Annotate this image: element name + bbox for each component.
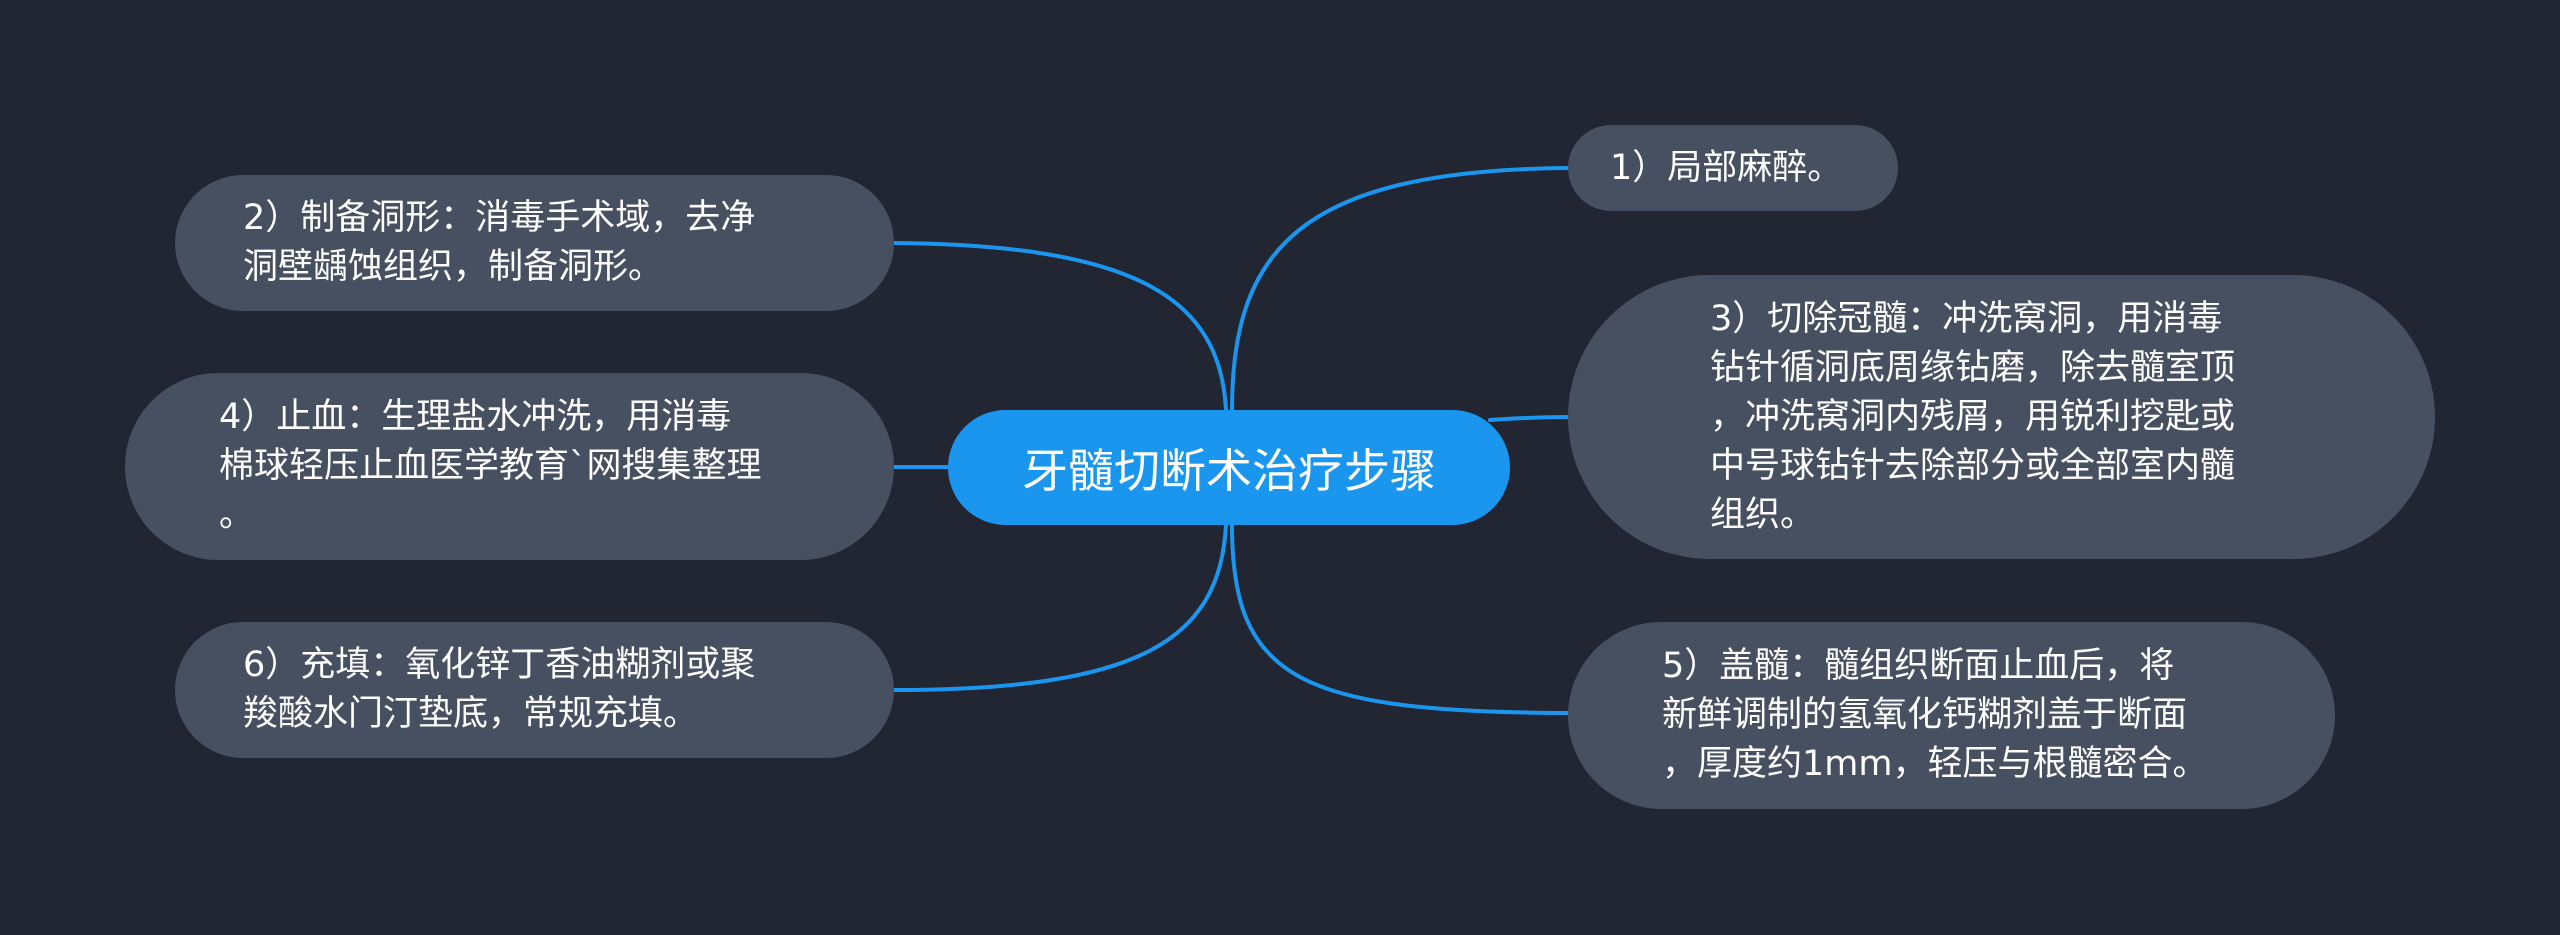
connector-step1 <box>1230 166 1570 412</box>
node-step-3-text: 3）切除冠髓：冲洗窝洞，用消毒 钻针循洞底周缘钻磨，除去髓室顶 ，冲洗窝洞内残屑… <box>1710 298 2236 535</box>
node-step-6-text: 6）充填：氧化锌丁香油糊剂或聚 羧酸水门汀垫底，常规充填。 <box>243 645 756 734</box>
node-step-1-text: 1）局部麻醉。 <box>1610 147 1843 188</box>
node-step-4[interactable]: 4）止血：生理盐水冲洗，用消毒 棉球轻压止血医学教育`网搜集整理 。 <box>125 373 894 560</box>
connector-step6 <box>892 523 1228 692</box>
node-step-3[interactable]: 3）切除冠髓：冲洗窝洞，用消毒 钻针循洞底周缘钻磨，除去髓室顶 ，冲洗窝洞内残屑… <box>1568 275 2435 559</box>
connector-step2 <box>892 241 1228 412</box>
node-step-5[interactable]: 5）盖髓：髓组织断面止血后，将 新鲜调制的氢氧化钙糊剂盖于断面 ，厚度约1mm，… <box>1568 622 2335 809</box>
node-step-6[interactable]: 6）充填：氧化锌丁香油糊剂或聚 羧酸水门汀垫底，常规充填。 <box>175 622 894 758</box>
central-topic-label: 牙髓切断术治疗步骤 <box>1022 443 1436 498</box>
node-step-2[interactable]: 2）制备洞形：消毒手术域，去净 洞壁龋蚀组织，制备洞形。 <box>175 175 894 311</box>
node-step-2-text: 2）制备洞形：消毒手术域，去净 洞壁龋蚀组织，制备洞形。 <box>243 198 756 287</box>
node-step-1[interactable]: 1）局部麻醉。 <box>1568 125 1898 211</box>
connector-step3 <box>1488 415 1570 422</box>
node-step-5-text: 5）盖髓：髓组织断面止血后，将 新鲜调制的氢氧化钙糊剂盖于断面 ，厚度约1mm，… <box>1662 646 2208 784</box>
connector-step5 <box>1230 523 1570 715</box>
central-topic[interactable]: 牙髓切断术治疗步骤 <box>948 410 1510 525</box>
node-step-4-text: 4）止血：生理盐水冲洗，用消毒 棉球轻压止血医学教育`网搜集整理 。 <box>219 397 762 535</box>
